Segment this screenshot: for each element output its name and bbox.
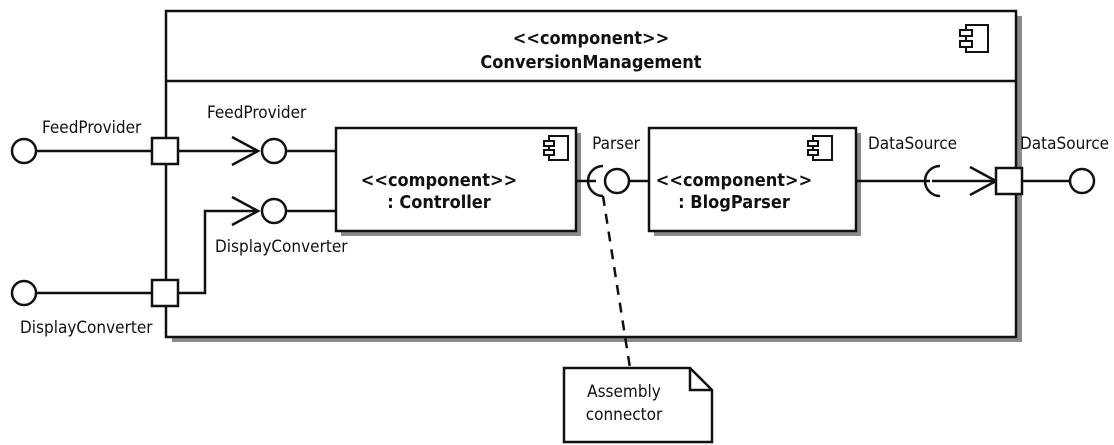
parser-interface-label: Parser [592,134,640,154]
data-source-port[interactable] [994,166,1024,196]
parser-provided-lollipop [603,167,631,195]
data-source-external-label: DataSource [1020,134,1109,154]
component-icon [543,135,569,161]
feed-provider-external-label: FeedProvider [42,118,142,138]
data-source-external-lollipop [1068,167,1096,195]
display-converter-delegation-line [178,209,258,295]
controller-name: : Controller [387,192,491,213]
assembly-connector-note[interactable]: Assembly connector [562,366,714,444]
blogparser-stereotype: <<component>> [656,170,812,191]
outer-component-stereotype: <<component>> [513,28,669,49]
feed-provider-external-lollipop [10,137,38,165]
display-converter-port[interactable] [150,278,180,308]
assembly-connector-note-link [601,195,632,369]
component-icon [959,24,989,53]
outer-component-name: ConversionManagement [480,52,701,73]
data-source-interface-label: DataSource [868,134,957,154]
display-converter-interface-lollipop [260,197,288,225]
display-converter-external-lollipop [10,279,38,307]
feed-provider-interface-label: FeedProvider [207,103,307,123]
display-converter-delegation-arrowhead [231,195,261,227]
parser-required-socket [586,164,604,198]
feed-provider-interface-lollipop [260,137,288,165]
controller-component-box[interactable] [334,126,578,233]
display-converter-interface-label: DisplayConverter [215,237,348,257]
component-icon [807,135,833,161]
data-source-required-socket [923,164,941,198]
note-line-2: connector [586,405,663,425]
display-converter-external-label: DisplayConverter [20,318,153,338]
controller-stereotype: <<component>> [361,170,517,191]
note-line-1: Assembly [587,382,661,402]
blogparser-name: : BlogParser [678,192,790,213]
feed-provider-port[interactable] [150,136,180,166]
feed-provider-delegation-arrowhead [231,135,261,167]
